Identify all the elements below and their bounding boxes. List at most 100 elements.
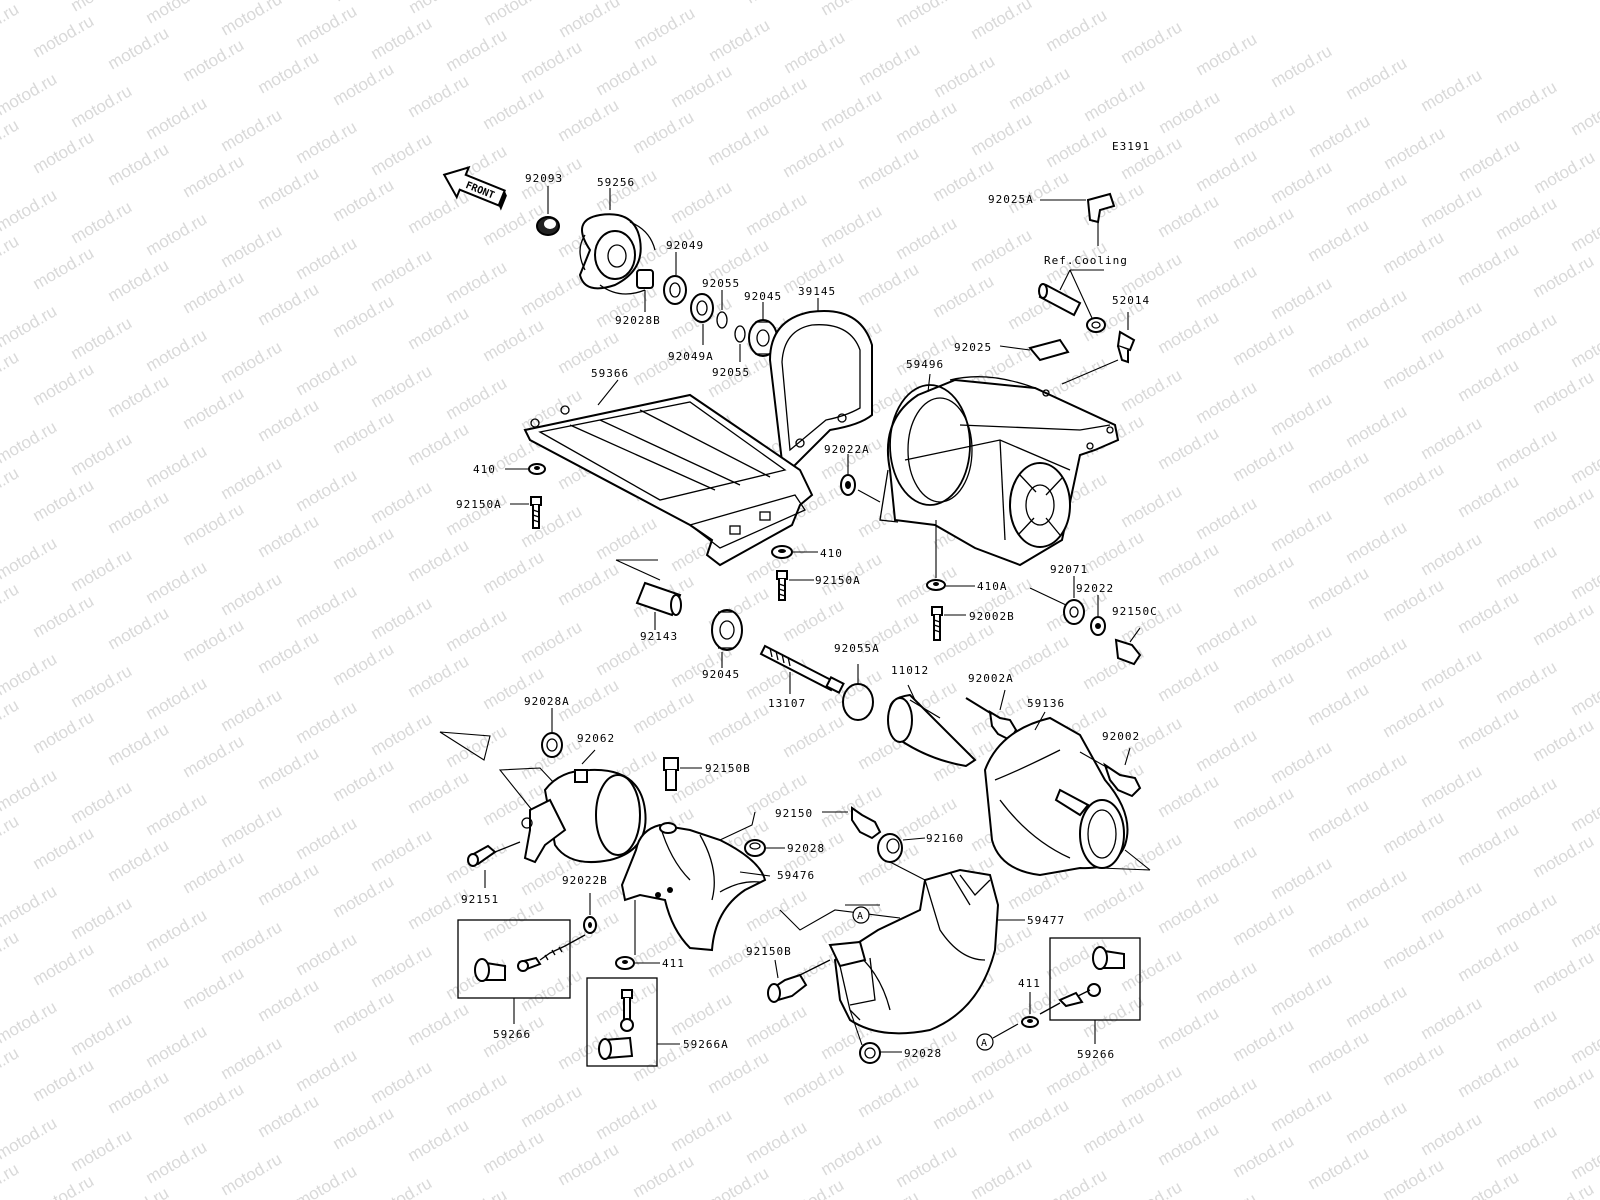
watermark-text: motod.ru — [255, 511, 323, 561]
watermark-text: motod.ru — [480, 547, 548, 597]
watermark-text: motod.ru — [1230, 1131, 1298, 1181]
watermark-text: motod.ru — [1155, 887, 1223, 937]
watermark-text: motod.ru — [1530, 947, 1598, 997]
watermark-text: motod.ru — [218, 569, 286, 619]
watermark-text: motod.ru — [405, 651, 473, 701]
watermark-text: motod.ru — [1193, 145, 1261, 195]
watermark-text: motod.ru — [893, 329, 961, 379]
watermark-text: motod.ru — [1268, 969, 1336, 1019]
label-92045-upper: 92045 — [744, 290, 782, 303]
watermark-text: motod.ru — [630, 107, 698, 157]
watermark-text: motod.ru — [330, 755, 398, 805]
watermark-text: motod.ru — [1418, 297, 1486, 347]
watermark-text: motod.ru — [330, 871, 398, 921]
watermark-text: motod.ru — [1418, 877, 1486, 927]
watermark-text: motod.ru — [143, 1137, 211, 1187]
watermark-text: motod.ru — [743, 1001, 811, 1051]
watermark-text: motod.ru — [143, 557, 211, 607]
watermark-text: motod.ru — [631, 3, 699, 53]
watermark-text: motod.ru — [105, 719, 173, 769]
label-92151: 92151 — [461, 893, 499, 906]
watermark-text: motod.ru — [930, 155, 998, 205]
watermark-text: motod.ru — [780, 1059, 848, 1109]
watermark-text: motod.ru — [705, 1163, 773, 1200]
watermark-text: motod.ru — [293, 1045, 361, 1095]
watermark-text: motod.ru — [480, 1127, 548, 1177]
deflector-59476 — [615, 757, 785, 970]
watermark-text: motod.ru — [1118, 365, 1186, 415]
watermark-text: motod.ru — [1306, 111, 1374, 161]
watermark-text: motod.ru — [818, 85, 886, 135]
watermark-text: motod.ru — [1043, 121, 1111, 171]
watermark-text: motod.ru — [1193, 377, 1261, 427]
watermark-text: motod.ru — [105, 603, 173, 653]
watermark-text: motod.ru — [1568, 669, 1600, 719]
watermark-text: motod.ru — [143, 789, 211, 839]
watermark-text: motod.ru — [818, 0, 886, 19]
lower-fasteners-right — [926, 520, 1142, 666]
watermark-text: motod.ru — [1193, 261, 1261, 311]
callout-A-upper: A — [845, 904, 880, 924]
watermark-text: motod.ru — [68, 661, 136, 711]
label-59266-right: 59266 — [1077, 1048, 1115, 1061]
sleeve-92143 — [615, 559, 682, 630]
watermark-text: motod.ru — [443, 489, 511, 539]
watermark-text: motod.ru — [1006, 63, 1074, 113]
watermark-text: motod.ru — [68, 197, 136, 247]
watermark-text: motod.ru — [218, 1033, 286, 1083]
watermark-text: motod.ru — [1343, 401, 1411, 451]
watermark-text: motod.ru — [143, 441, 211, 491]
watermark-text: motod.ru — [68, 313, 136, 363]
watermark-text: motod.ru — [1455, 703, 1523, 753]
watermark-text: motod.ru — [180, 1079, 248, 1129]
bolt-group-center — [771, 545, 818, 601]
watermark-text: motod.ru — [1456, 135, 1524, 185]
watermark-text: motod.ru — [1305, 563, 1373, 613]
watermark-text: motod.ru — [1155, 423, 1223, 473]
watermark-text: motod.ru — [1043, 5, 1111, 55]
watermark-text: motod.ru — [818, 665, 886, 715]
watermark-text: motod.ru — [855, 143, 923, 193]
watermark-text: motod.ru — [180, 151, 248, 201]
bolt-92150B-lower — [767, 959, 831, 1003]
label-92160: 92160 — [926, 832, 964, 845]
watermark-text: motod.ru — [105, 1067, 173, 1117]
watermark-text: motod.ru — [743, 0, 811, 7]
watermark-text: motod.ru — [1531, 147, 1599, 197]
watermark-text: motod.ru — [0, 1113, 60, 1163]
watermark-text: motod.ru — [331, 0, 399, 5]
watermark-text: motod.ru — [1305, 679, 1373, 729]
watermark-text: motod.ru — [1005, 1095, 1073, 1145]
watermark-text: motod.ru — [518, 617, 586, 667]
watermark-text: motod.ru — [930, 271, 998, 321]
watermark-text: motod.ru — [293, 581, 361, 631]
watermark-text: motod.ru — [143, 0, 211, 27]
watermark-text: motod.ru — [1343, 633, 1411, 683]
watermark-text: motod.ru — [630, 687, 698, 737]
watermark-text: motod.ru — [255, 47, 323, 97]
watermark-text: motod.ru — [405, 187, 473, 237]
watermark-text: motod.ru — [1155, 307, 1223, 357]
watermark-text: motod.ru — [893, 213, 961, 263]
watermark-text: motod.ru — [105, 1183, 173, 1200]
label-92028B: 92028B — [615, 314, 661, 327]
watermark-text: motod.ru — [180, 267, 248, 317]
watermark-text: motod.ru — [1568, 553, 1600, 603]
watermark-text: motod.ru — [668, 989, 736, 1039]
watermark-text: motod.ru — [968, 0, 1036, 43]
watermark-text: motod.ru — [405, 535, 473, 585]
watermark-text: motod.ru — [1230, 551, 1298, 601]
watermark-text: motod.ru — [0, 533, 60, 583]
watermark-text: motod.ru — [0, 347, 22, 397]
label-92028-lower: 92028 — [904, 1047, 942, 1060]
watermark-text: motod.ru — [68, 1009, 136, 1059]
watermark-text: motod.ru — [0, 417, 60, 467]
watermark-text: motod.ru — [293, 929, 361, 979]
watermark-text: motod.ru — [1493, 773, 1561, 823]
watermark-text: motod.ru — [743, 1117, 811, 1167]
callout-A-lower: A — [976, 1023, 1019, 1051]
watermark-text: motod.ru — [518, 37, 586, 87]
label-410A: 410A — [977, 580, 1008, 593]
watermark-text: motod.ru — [480, 83, 548, 133]
